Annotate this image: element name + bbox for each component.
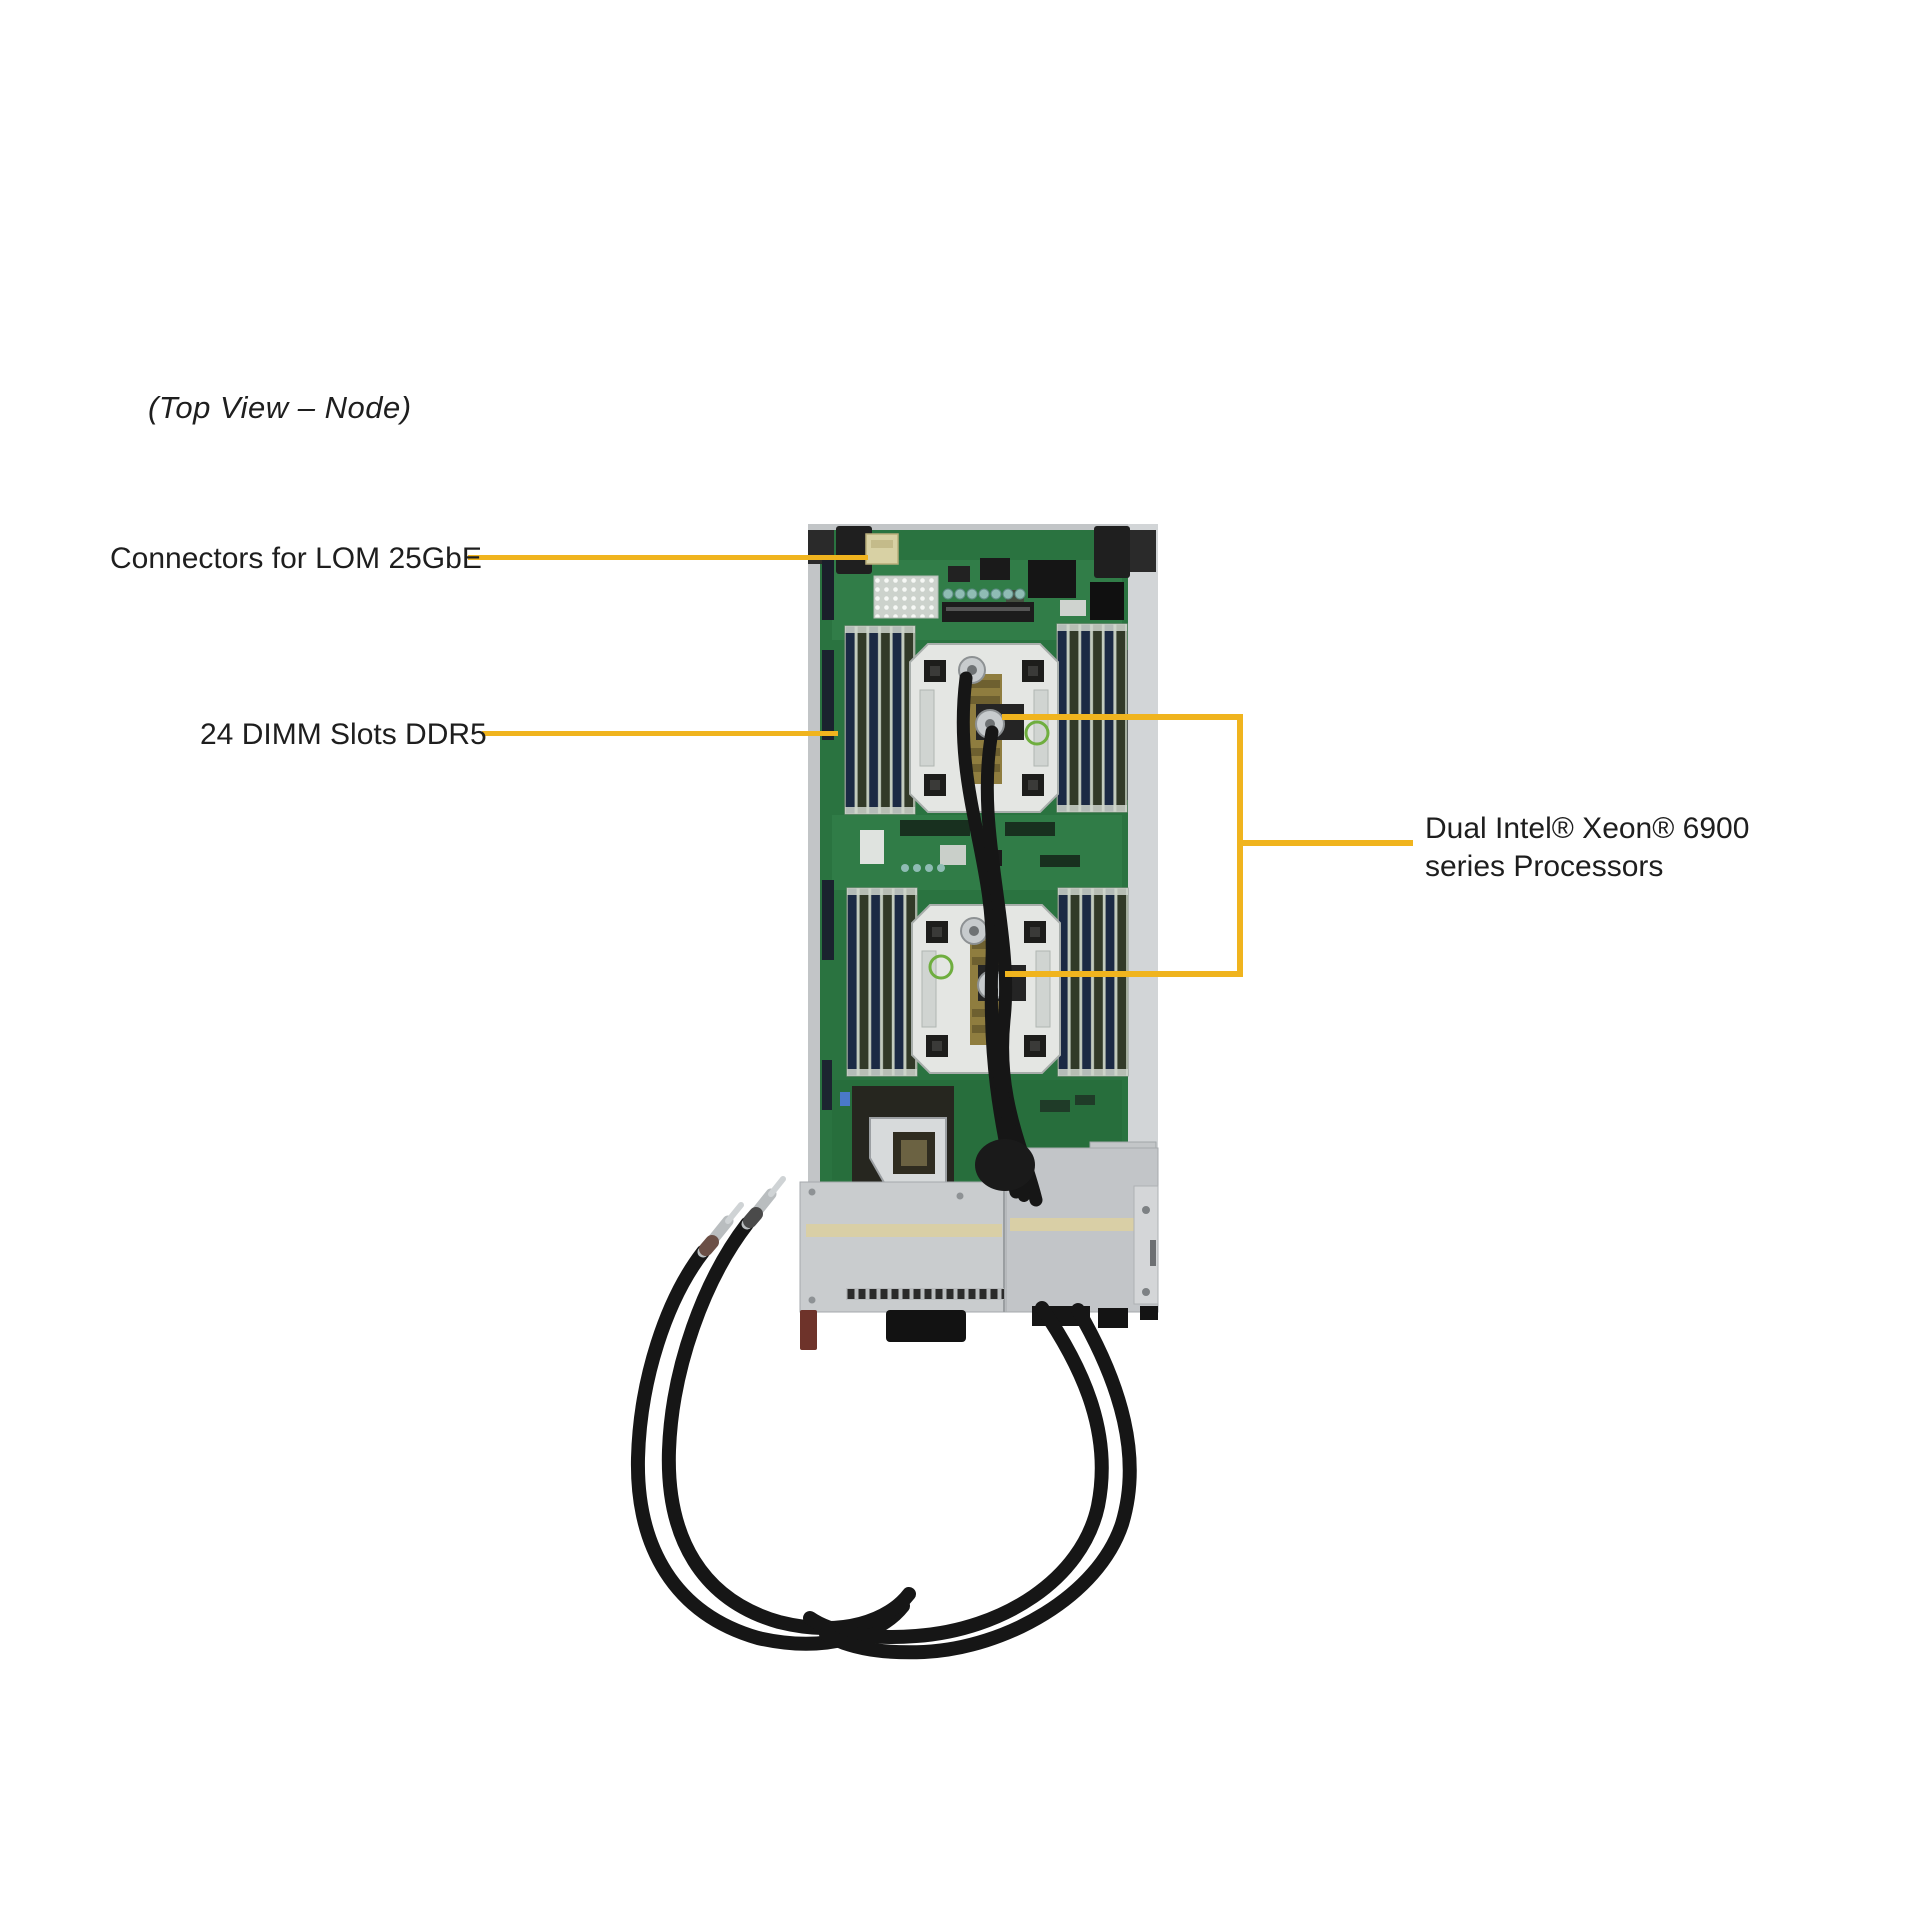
- callout-processors-label: Dual Intel® Xeon® 6900 series Processors: [1425, 810, 1765, 886]
- cpu-bracket-top-line: [1002, 714, 1243, 720]
- dimm-bank-bottom-right: [1057, 887, 1129, 1077]
- dimm-pointer-line: [482, 731, 838, 736]
- cooling-tubes: [630, 671, 1137, 1660]
- tube-fittings: [697, 1176, 786, 1258]
- callout-lom-label: Connectors for LOM 25GbE: [110, 542, 482, 575]
- lom-connector: [865, 533, 899, 565]
- cpu2-logo: [928, 954, 954, 980]
- callout-dimm-label: 24 DIMM Slots DDR5: [200, 718, 487, 751]
- cpu-bracket-mid-line: [1243, 840, 1413, 846]
- cpu-bracket-vertical-line: [1237, 714, 1243, 977]
- release-tab: [800, 1310, 817, 1350]
- dimm-bank-top-left: [844, 625, 916, 815]
- dimm-bank-bottom-left: [846, 887, 918, 1077]
- heatsink: [873, 575, 939, 619]
- chassis-psu: [799, 1147, 1159, 1350]
- vent-holes: [846, 1288, 1004, 1300]
- lom-pointer-line: [468, 555, 868, 560]
- cpu-bracket-bottom-line: [1005, 971, 1243, 977]
- processors-label-line1: Dual Intel® Xeon® 6900: [1425, 812, 1750, 845]
- figure-title: (Top View – Node): [148, 390, 412, 425]
- cpu1-logo: [1024, 720, 1050, 746]
- processors-label-line2: series Processors: [1425, 850, 1664, 883]
